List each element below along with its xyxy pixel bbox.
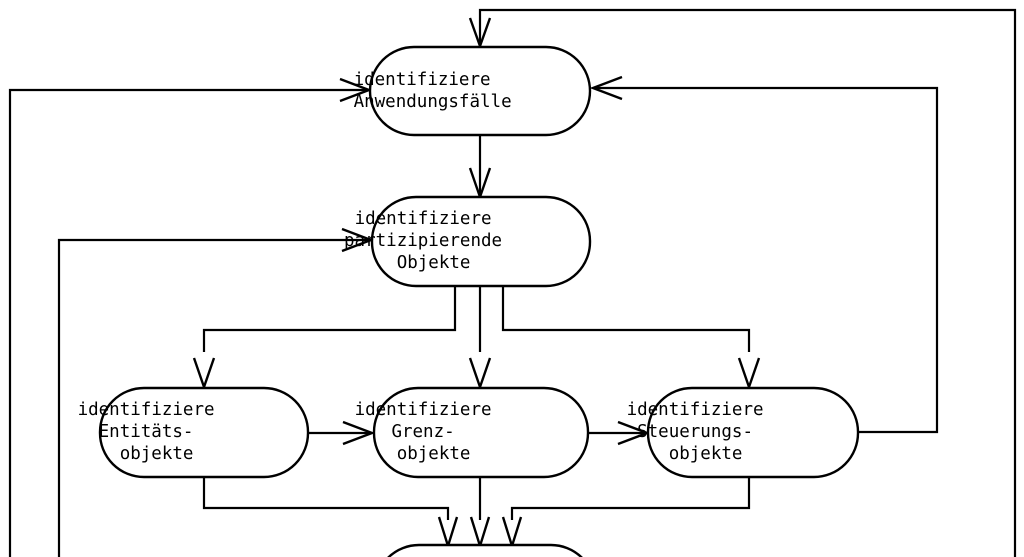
- node4-line-1: identifiziere: [355, 400, 492, 420]
- node2-line-2: partizipierende: [344, 231, 502, 251]
- node2-line-3: Objekte: [397, 253, 471, 273]
- edge-grenz-to-bottom-arrowhead: [469, 516, 491, 551]
- node5-line-3: objekte: [669, 444, 743, 464]
- node-naechster-schritt-knoten[interactable]: [375, 543, 595, 557]
- node5-line-1: identifiziere: [627, 400, 764, 420]
- node-identifiziere-grenzobjekte[interactable]: identifiziere Grenz- objekte: [355, 386, 608, 479]
- node3-line-3: objekte: [120, 444, 194, 464]
- node-identifiziere-anwendungsfaelle[interactable]: identifiziere Anwendungsfälle: [354, 45, 607, 137]
- node-identifiziere-anwendungsfaelle-label: identifiziere Anwendungsfälle: [354, 70, 607, 112]
- feedback-inner-left-to-partizipierende-line: [57, 238, 370, 557]
- node-identifiziere-entitaetsobjekte-label: identifiziere Entitäts- objekte: [78, 400, 331, 464]
- edge-entitaets-to-bottom-line: [202, 477, 450, 520]
- edge-steuerungs-to-bottom-arrowhead: [501, 516, 523, 551]
- node-identifiziere-entitaetsobjekte[interactable]: identifiziere Entitäts- objekte: [78, 386, 331, 479]
- edge-partizipierende-to-steuerungs-arrowhead: [737, 357, 761, 391]
- node-identifiziere-steuerungsobjekte-shape: [646, 386, 860, 479]
- node-identifiziere-partizipierende-objekte-label: identifiziere partizipierende Objekte: [344, 209, 618, 273]
- node-identifiziere-partizipierende-objekte-shape: [370, 195, 592, 288]
- node-identifiziere-entitaetsobjekte-shape: [98, 386, 310, 479]
- node1-line-1: identifiziere: [354, 70, 491, 90]
- node-identifiziere-steuerungsobjekte-label: identifiziere Steuerungs- objekte: [627, 400, 880, 464]
- node3-line-2: Entitäts-: [99, 422, 194, 442]
- edge-partizipierende-to-entitaets-line: [202, 286, 457, 352]
- edge-entitaets-to-grenz-arrowhead: [342, 420, 376, 446]
- edges-layer: [8, 8, 1017, 557]
- node-identifiziere-grenzobjekte-shape: [372, 386, 590, 479]
- node-identifiziere-steuerungsobjekte[interactable]: identifiziere Steuerungs- objekte: [627, 386, 880, 479]
- feedback-steuerungs-to-anwendungsfaelle-line: [594, 86, 939, 434]
- node-identifiziere-anwendungsfaelle-shape: [368, 45, 592, 137]
- feedback-outer-right-to-anwendungsfaelle-top-line: [478, 8, 1017, 557]
- edge-partizipierende-to-entitaets-arrowhead: [192, 357, 216, 391]
- node4-line-2: Grenz-: [391, 422, 454, 442]
- nodes-layer: identifiziere Anwendungsfälle identifizi…: [78, 45, 880, 557]
- feedback-outer-left-to-anwendungsfaelle-line: [8, 88, 368, 557]
- node4-line-3: objekte: [397, 444, 471, 464]
- node3-line-1: identifiziere: [78, 400, 215, 420]
- node5-line-2: Steuerungs-: [637, 422, 753, 442]
- node1-line-2: Anwendungsfälle: [354, 92, 512, 112]
- edge-partizipierende-to-steuerungs-line: [501, 286, 751, 352]
- edge-entitaets-to-bottom-arrowhead: [437, 516, 459, 551]
- node-identifiziere-grenzobjekte-label: identifiziere Grenz- objekte: [355, 400, 608, 464]
- node2-line-1: identifiziere: [355, 209, 492, 229]
- edge-steuerungs-to-bottom-line: [510, 477, 751, 520]
- node-identifiziere-partizipierende-objekte[interactable]: identifiziere partizipierende Objekte: [344, 195, 618, 288]
- node-naechster-schritt-knoten-shape: [387, 543, 583, 557]
- edge-partizipierende-to-grenz-arrowhead: [468, 357, 492, 391]
- feedback-steuerungs-arrowhead: [589, 75, 623, 101]
